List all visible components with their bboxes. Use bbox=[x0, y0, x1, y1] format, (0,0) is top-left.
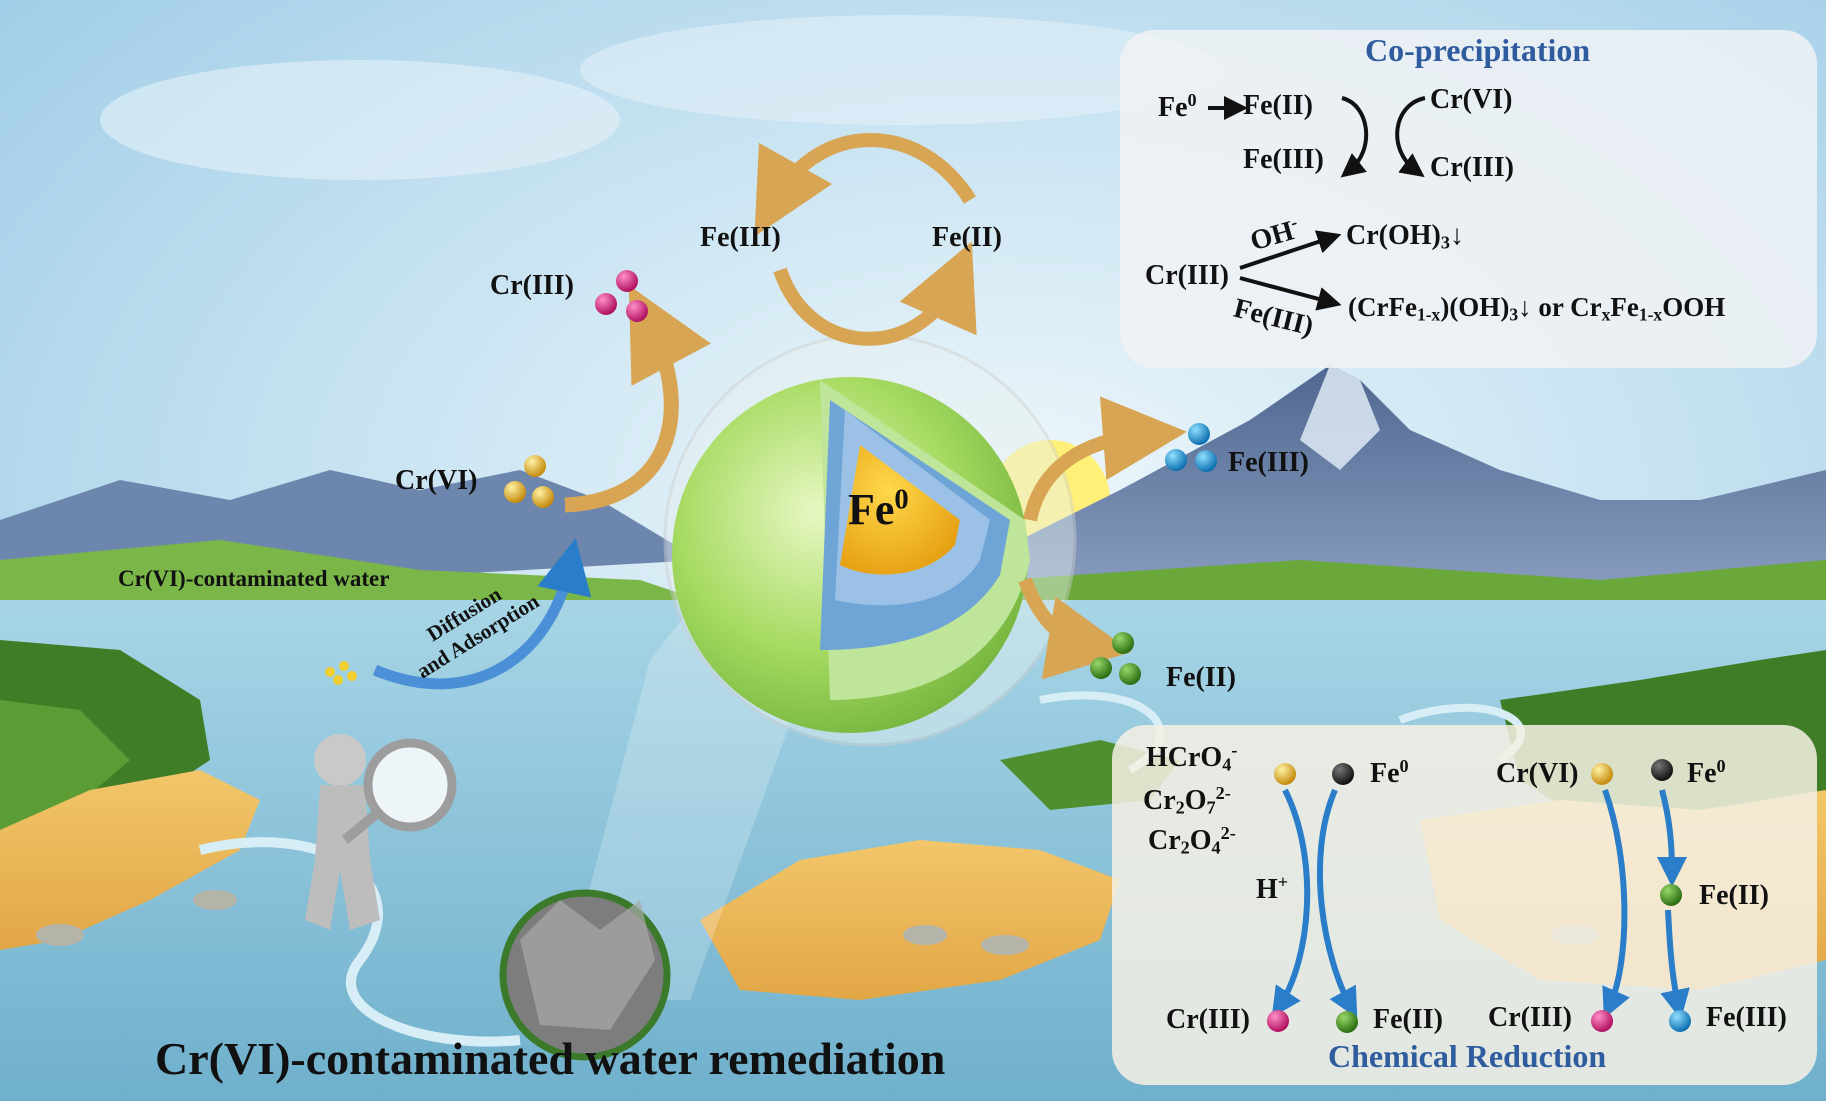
rd-fe3-b: Fe(III) bbox=[1706, 1002, 1787, 1033]
rd-cr3-b: Cr(III) bbox=[1488, 1002, 1572, 1033]
rd-cr2o7: Cr2O72- bbox=[1143, 783, 1231, 818]
cr3-top-label: Cr(III) bbox=[490, 270, 574, 301]
cp-cr3-in: Cr(III) bbox=[1145, 260, 1229, 291]
fe3-particle bbox=[1165, 449, 1187, 471]
cr6-particle bbox=[504, 481, 526, 503]
cr6-ball bbox=[1274, 763, 1296, 785]
cr6-particle bbox=[532, 486, 554, 508]
cycle-arrow-bottom bbox=[773, 241, 977, 346]
cr6-particle bbox=[524, 455, 546, 477]
cr3-particle bbox=[626, 300, 648, 322]
figure-icon bbox=[305, 734, 457, 930]
cr6-to-cr3-arrow bbox=[564, 285, 711, 513]
fe3-particle bbox=[1195, 450, 1217, 472]
cr6-left-label: Cr(VI) bbox=[395, 465, 478, 496]
cp-product1: Cr(OH)3↓ bbox=[1346, 220, 1464, 253]
core-label: Fe0 bbox=[848, 484, 909, 534]
fe2-particle bbox=[1112, 632, 1134, 654]
fe3-right-label: Fe(III) bbox=[1228, 447, 1309, 478]
cycle-arrow-top bbox=[754, 133, 976, 237]
cycle-fe2-label: Fe(II) bbox=[932, 222, 1002, 253]
cp-fe3: Fe(III) bbox=[1243, 144, 1324, 175]
coprecipitation-panel bbox=[1120, 30, 1817, 368]
page-title: Cr(VI)-contaminated water remediation bbox=[155, 1033, 946, 1084]
rd-fe0-b: Fe0 bbox=[1687, 756, 1726, 789]
cp-fe2: Fe(II) bbox=[1243, 90, 1313, 121]
fe2-ball bbox=[1336, 1011, 1358, 1033]
diffusion-arrow bbox=[372, 538, 592, 690]
cp-fe0: Fe0 bbox=[1158, 90, 1197, 123]
fe2-ball bbox=[1660, 884, 1682, 906]
to-fe3-arrow bbox=[1023, 396, 1187, 522]
cp-cr3-out: Cr(III) bbox=[1430, 152, 1514, 183]
coprecipitation-title: Co-precipitation bbox=[1365, 32, 1591, 68]
rd-fe2-b: Fe(II) bbox=[1699, 880, 1769, 911]
rd-cr2o4: Cr2O42- bbox=[1148, 823, 1236, 858]
fe0-ball bbox=[1332, 763, 1354, 785]
reduction-panel bbox=[1112, 725, 1817, 1085]
cr6-ball bbox=[1591, 763, 1613, 785]
water-label: Cr(VI)-contaminated water bbox=[118, 566, 390, 591]
cr3-ball bbox=[1267, 1010, 1289, 1032]
rd-h-plus: H+ bbox=[1256, 872, 1289, 905]
fe2-particle bbox=[1090, 657, 1112, 679]
fe3-ball bbox=[1669, 1010, 1691, 1032]
rd-fe0-a: Fe0 bbox=[1370, 756, 1409, 789]
fe2-particle bbox=[1119, 663, 1141, 685]
cr3-particle bbox=[616, 270, 638, 292]
rd-fe2-a: Fe(II) bbox=[1373, 1004, 1443, 1035]
rd-cr3-a: Cr(III) bbox=[1166, 1004, 1250, 1035]
to-fe2-arrow bbox=[1018, 577, 1132, 680]
rd-hcro4: HCrO4- bbox=[1146, 740, 1238, 775]
rd-cr6-b: Cr(VI) bbox=[1496, 758, 1579, 789]
reduction-title: Chemical Reduction bbox=[1328, 1038, 1607, 1074]
cr3-particle bbox=[595, 293, 617, 315]
fe3-particle bbox=[1188, 423, 1210, 445]
cp-cr6: Cr(VI) bbox=[1430, 84, 1513, 115]
cp-product2: (CrFe1-x)(OH)3↓ or CrxFe1-xOOH bbox=[1348, 292, 1726, 325]
cr3-ball bbox=[1591, 1010, 1613, 1032]
fe0-ball bbox=[1651, 759, 1673, 781]
fe2-right-label: Fe(II) bbox=[1166, 662, 1236, 693]
cycle-fe3-label: Fe(III) bbox=[700, 222, 781, 253]
